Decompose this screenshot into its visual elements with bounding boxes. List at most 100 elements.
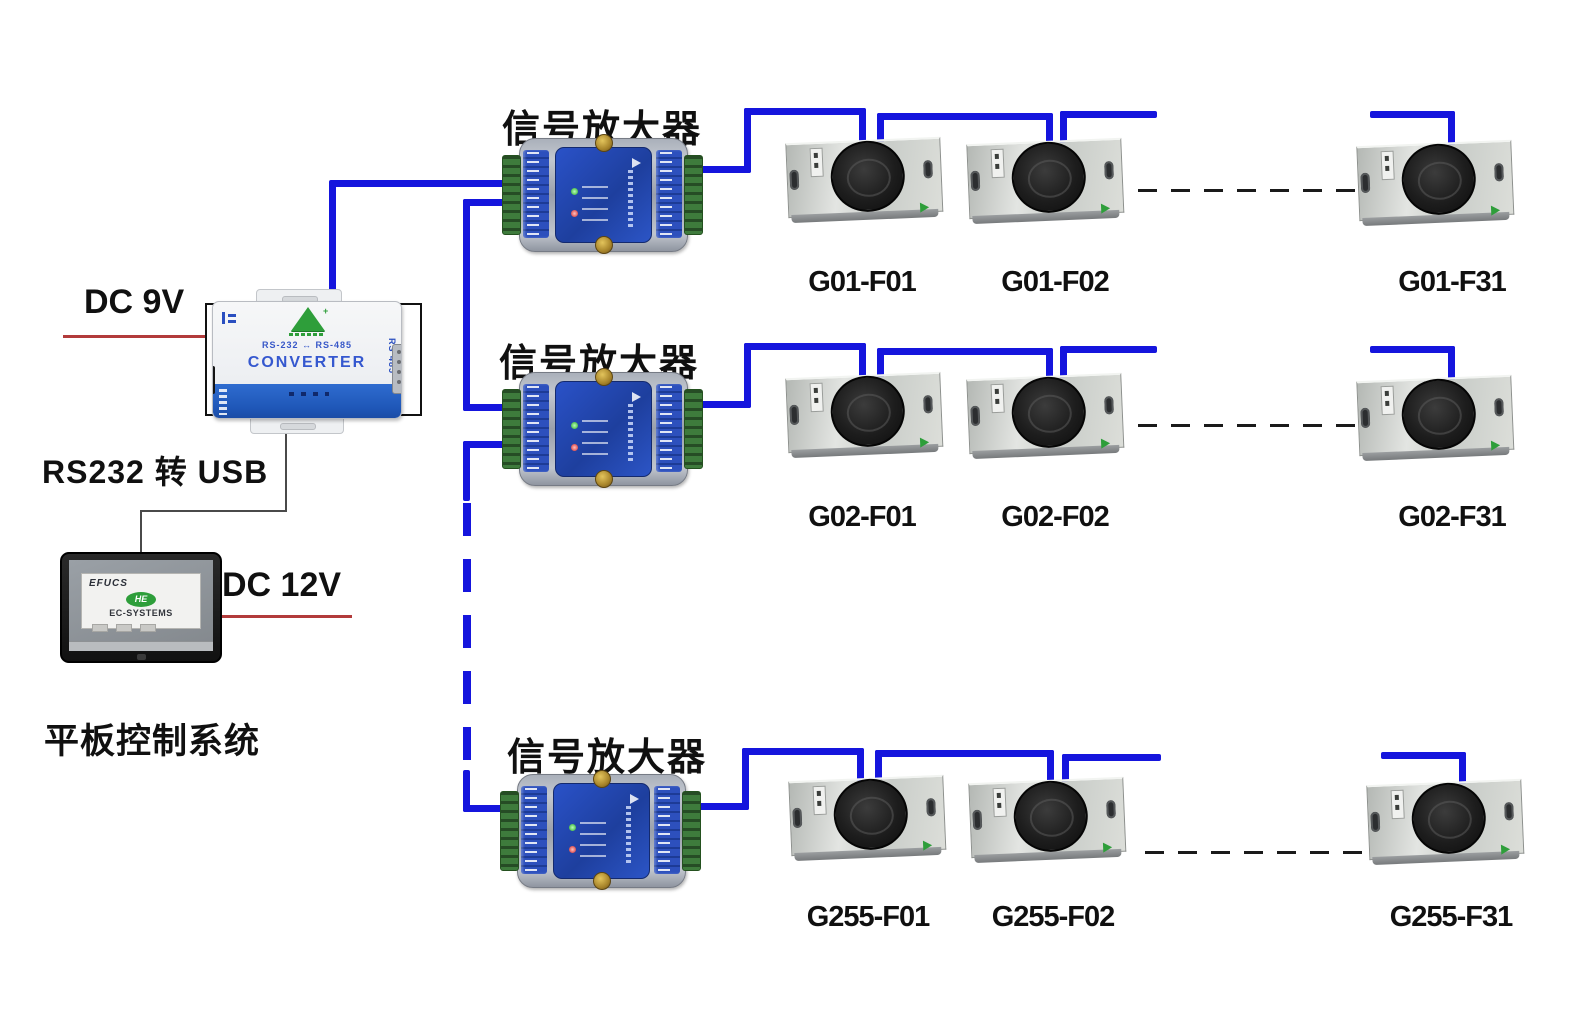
wire-rs485-blue — [693, 803, 749, 810]
dc12v-label: DC 12V — [222, 566, 342, 604]
wire-rs485-blue — [1060, 111, 1157, 118]
cable-rs232-usb — [140, 510, 142, 558]
handle-slot — [970, 170, 981, 192]
he-logo-badge: HE — [126, 592, 156, 607]
wire-rs485-blue — [744, 108, 751, 173]
terminal-block-left — [502, 155, 521, 235]
screw-top — [594, 134, 613, 152]
wire-rs485-blue — [742, 748, 749, 810]
floor-sensor-g255-f01 — [788, 774, 947, 862]
wire-rs485-blue — [1060, 346, 1067, 385]
wire-rs485-blue — [463, 805, 517, 812]
panel-arrow-logo — [632, 158, 641, 168]
terminal-labels-right — [656, 150, 682, 238]
latch-plate — [809, 382, 824, 413]
floor-sensor-g01-f02 — [966, 137, 1125, 225]
tablet-button-row — [92, 619, 186, 632]
wire-rs485-blue — [463, 199, 470, 411]
wire-rs485-blue — [744, 343, 866, 350]
handle-slot — [1360, 172, 1371, 194]
amplifier-panel — [553, 783, 650, 879]
wire-rs485-blue — [857, 748, 864, 790]
terminal-labels-left — [523, 384, 549, 472]
sensor-label: G02-F02 — [1001, 501, 1109, 533]
screw-bottom — [594, 236, 613, 254]
terminal-block-right — [684, 389, 703, 469]
sensor-label: G01-F01 — [808, 266, 916, 298]
red-led — [569, 846, 576, 853]
green-arrow-icon — [1490, 205, 1501, 216]
wire-rs485-blue — [859, 108, 866, 152]
tablet-screen: EFUCS HE EC-SYSTEMS — [69, 560, 213, 651]
green-led — [571, 422, 578, 429]
wire-rs485-blue — [1459, 752, 1466, 796]
wire-rs485-blue — [877, 113, 1053, 120]
wire-rs485-blue — [1448, 111, 1455, 153]
converter-name: CONVERTER — [247, 354, 367, 371]
handle-slot — [789, 169, 800, 191]
wire-rs485-blue — [1047, 750, 1054, 794]
panel-vertical-text — [626, 806, 631, 864]
green-led — [571, 188, 578, 195]
wire-rs485-blue — [695, 401, 751, 408]
latch-plate — [1380, 150, 1395, 181]
windows-key-icon — [137, 654, 146, 660]
wire-rs485-blue — [744, 108, 866, 115]
latch-plate — [1380, 385, 1395, 416]
signal-amplifier-3 — [500, 770, 701, 890]
tablet-controller: EFUCS HE EC-SYSTEMS — [60, 552, 222, 663]
green-arrow-icon — [1490, 440, 1501, 451]
tablet-brand-text: EFUCS — [89, 578, 128, 589]
sensor-label: G255-F01 — [806, 901, 931, 933]
wire-rs485-blue — [859, 343, 866, 387]
tablet-system-text: EC-SYSTEMS — [109, 608, 173, 618]
red-led — [571, 444, 578, 451]
side-slot — [923, 160, 933, 179]
wire-rs485-blue — [1062, 754, 1069, 794]
wire-rs485-blue — [875, 750, 882, 792]
wire-rs485-blue — [329, 182, 336, 294]
sensor-label: G255-F02 — [991, 901, 1116, 933]
green-arrow-icon — [1100, 438, 1111, 449]
dc9v-label: DC 9V — [84, 283, 185, 321]
rs232-usb-label: RS232 转 USB — [42, 454, 269, 490]
panel-arrow-logo — [630, 794, 639, 804]
wire-rs485-blue — [742, 748, 864, 755]
rs232-rs485-converter: + RS-232 ↔ RS-485 CONVERTER RS 485 — [212, 289, 402, 434]
wire-rs485-blue — [1060, 346, 1157, 353]
wire-rs485-blue — [1381, 752, 1466, 759]
panel-text-marks — [582, 420, 608, 456]
wire-rs485-blue — [463, 404, 517, 411]
side-slot — [1504, 802, 1514, 821]
latch-plate — [990, 383, 1005, 414]
indicator-glyph — [222, 312, 236, 324]
converter-body: + RS-232 ↔ RS-485 CONVERTER RS 485 — [212, 301, 402, 419]
screw-bottom — [592, 872, 611, 890]
green-led — [569, 824, 576, 831]
terminal-labels-left — [521, 786, 547, 874]
wire-rs485-blue — [877, 113, 884, 152]
side-slot — [1104, 161, 1114, 180]
signal-amplifier-2 — [502, 368, 703, 488]
wire-rs485-blue — [463, 441, 470, 501]
side-port — [213, 366, 215, 394]
side-slot — [923, 395, 933, 414]
terminal-labels-left — [523, 150, 549, 238]
terminal-block-right — [684, 155, 703, 235]
latch-plate — [809, 147, 824, 178]
screw-bottom — [594, 470, 613, 488]
green-arrow-icon — [1100, 203, 1111, 214]
terminal-labels-right — [656, 384, 682, 472]
wire-rs485-blue — [1370, 111, 1455, 118]
bus-continuation-dashes — [1145, 851, 1373, 854]
handle-slot — [1360, 407, 1371, 429]
terminal-block-left — [500, 791, 519, 871]
sensor-label: G255-F31 — [1389, 901, 1514, 933]
latch-plate — [992, 787, 1007, 818]
wire-rs485-blue — [875, 750, 1054, 757]
panel-vertical-text — [628, 170, 633, 228]
sensor-label: G02-F01 — [808, 501, 916, 533]
cable-rs232-usb — [140, 510, 287, 512]
power-line-red — [220, 615, 352, 618]
bus-continuation-dashes — [1138, 189, 1366, 192]
